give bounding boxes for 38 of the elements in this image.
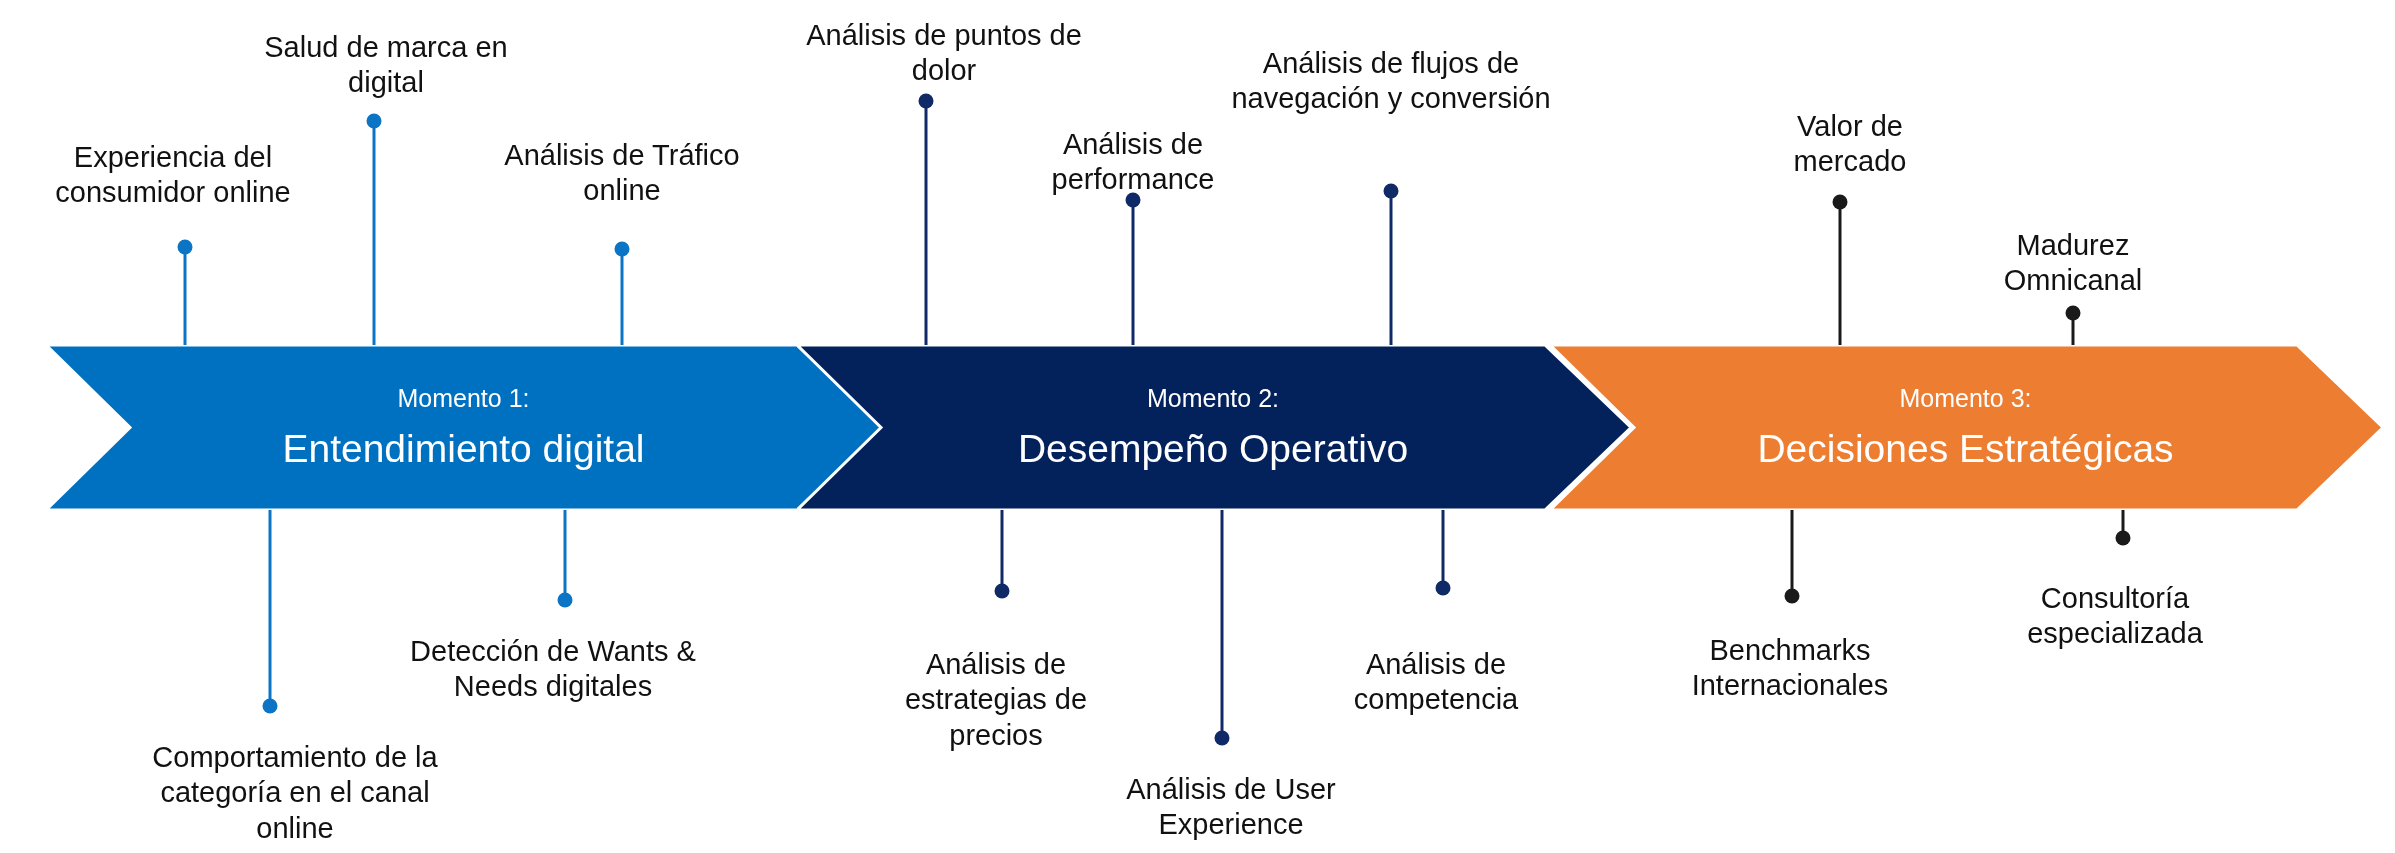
step-title: Decisiones Estratégicas [1757,427,2174,471]
step-title: Entendimiento digital [282,427,645,471]
callout-label: Análisis de User Experience [1125,772,1337,843]
leader-line [1383,183,1399,345]
callout-label: Madurez Omnicanal [2002,228,2144,299]
leader-line [177,239,193,345]
step-number: Momento 2: [1147,384,1279,413]
callout-label: Análisis de competencia [1352,647,1520,718]
leader-line [2065,305,2081,345]
callout-label: Detección de Wants & Needs digitales [409,634,697,705]
chevron-step [1550,345,2383,510]
callout-label: Análisis de flujos de navegación y conversión [1230,46,1552,117]
leader-line [918,93,934,345]
leader-line [614,241,630,345]
leader-line [2115,510,2131,546]
leader-line [1125,192,1141,345]
chevron-step [797,345,1631,510]
leader-line [1435,510,1451,596]
callout-label: Valor de mercado [1792,109,1908,180]
step-number: Momento 3: [1899,384,2032,413]
callout-label: Análisis de puntos de dolor [805,18,1083,89]
leader-line [1784,510,1800,604]
leader-line [557,510,573,608]
callout-label: Comportamiento de la categoría en el canal online [151,740,439,846]
leader-line [1832,194,1848,345]
callout-label: Salud de marca en digital [263,30,509,101]
step-number: Momento 1: [397,384,530,413]
callout-label: Experiencia del consumidor online [54,140,292,211]
leader-line [262,510,278,714]
leader-line [366,113,382,345]
callout-label: Análisis de estrategias de precios [903,647,1089,753]
leader-line [994,510,1010,599]
callout-label: Análisis de Tráfico online [503,138,741,209]
callout-label: Análisis de performance [1050,127,1216,198]
step-title: Desempeño Operativo [1017,427,1409,471]
callout-label: Benchmarks Internacionales [1690,633,1890,704]
leader-line [1214,510,1230,746]
callout-label: Consultoría especializada [2026,581,2204,652]
